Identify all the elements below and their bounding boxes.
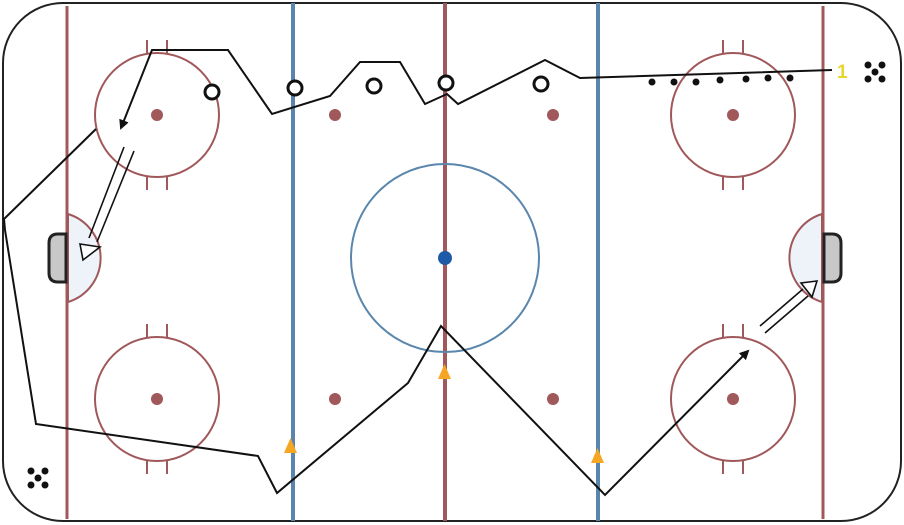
skater-circle-icon [286, 79, 304, 97]
skating-path-top [119, 49, 833, 130]
puck-pile-icon [27, 467, 49, 489]
skater-circle-icon [437, 74, 455, 92]
center-faceoff-dot [438, 251, 452, 265]
shot-arrow-icon [759, 280, 819, 334]
neutral-dot [329, 393, 341, 405]
pylon-icon [591, 448, 604, 463]
faceoff-circle-bottom-left [94, 324, 220, 474]
goal-net-right [822, 232, 843, 284]
puck-pile-icon [864, 61, 886, 83]
pylon-icon [438, 364, 451, 379]
center-circle [350, 163, 540, 353]
skater-circle-icon [203, 83, 221, 101]
skater-circle-icon [532, 75, 550, 93]
pylon-icon [284, 438, 297, 453]
neutral-dot [547, 393, 559, 405]
goal-net-left [47, 232, 68, 284]
faceoff-circle-top-right [670, 40, 796, 190]
skater-circle-icon [365, 77, 383, 95]
puck-row [648, 74, 794, 86]
faceoff-circle-bottom-right [670, 324, 796, 474]
shot-arrow-icon [79, 146, 135, 262]
neutral-dot [547, 109, 559, 121]
skating-path-bottom [2, 128, 750, 497]
player-label: 1 [837, 62, 848, 83]
neutral-dot [329, 109, 341, 121]
